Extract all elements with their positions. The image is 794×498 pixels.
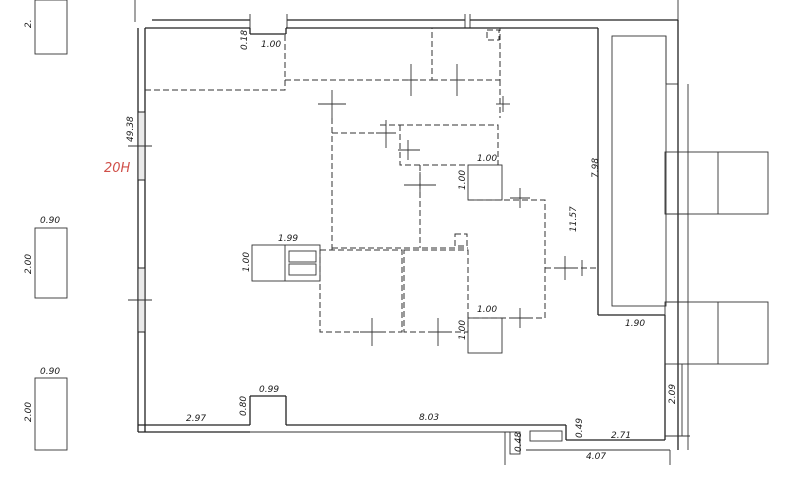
dim-col-w: 1.99 xyxy=(278,234,298,244)
dim-door-h: 0.80 xyxy=(239,396,249,416)
dim-box-right-h: 1.00 xyxy=(458,170,468,190)
dim-box-lower-h: 1.00 xyxy=(458,320,468,340)
dim-span-7: 7.98 xyxy=(591,158,601,178)
dim-col-h: 1.00 xyxy=(242,252,252,272)
dim-left-h-1: 2.00 xyxy=(24,254,34,274)
dim-bottom-2-97: 2.97 xyxy=(186,414,206,424)
small-box-bottom-left xyxy=(509,431,521,455)
left-block-bottom xyxy=(34,377,68,451)
dim-top-left-partial: 2. xyxy=(24,19,34,28)
left-block-top xyxy=(34,0,68,55)
dim-bottom-2-71: 2.71 xyxy=(611,431,631,441)
fixture-right-upper-box xyxy=(664,151,769,215)
small-box-bottom xyxy=(529,430,563,442)
dim-left-w-2: 0.90 xyxy=(40,367,60,377)
dim-small-0-49: 0.49 xyxy=(575,418,585,438)
dim-wall-len: 49.38 xyxy=(126,116,136,142)
room-tag: 20H xyxy=(104,161,131,176)
dim-right-2-09: 2.09 xyxy=(668,384,678,404)
dim-box-right-w: 1.00 xyxy=(477,154,497,164)
left-block-middle xyxy=(34,227,68,299)
dim-bottom-8-03: 8.03 xyxy=(419,413,439,423)
dim-box-lower-w: 1.00 xyxy=(477,305,497,315)
dim-left-h-2: 2.00 xyxy=(24,402,34,422)
dim-left-w-1: 0.90 xyxy=(40,216,60,226)
dim-right-1-90: 1.90 xyxy=(625,319,645,329)
dim-small-0-48: 0.48 xyxy=(514,432,524,452)
fixture-right-lower-box xyxy=(664,301,769,365)
fixture-right-tall xyxy=(611,35,667,307)
dim-bottom-4-07: 4.07 xyxy=(586,452,606,462)
dim-span-11: 11.57 xyxy=(569,206,579,232)
box-right-lower xyxy=(467,317,503,354)
box-right-upper xyxy=(467,164,503,201)
dim-top-sill: 1.00 xyxy=(261,40,281,50)
dim-door-w: 0.99 xyxy=(259,385,279,395)
column-box xyxy=(251,244,321,282)
dim-offset-top: 0.18 xyxy=(240,30,250,50)
